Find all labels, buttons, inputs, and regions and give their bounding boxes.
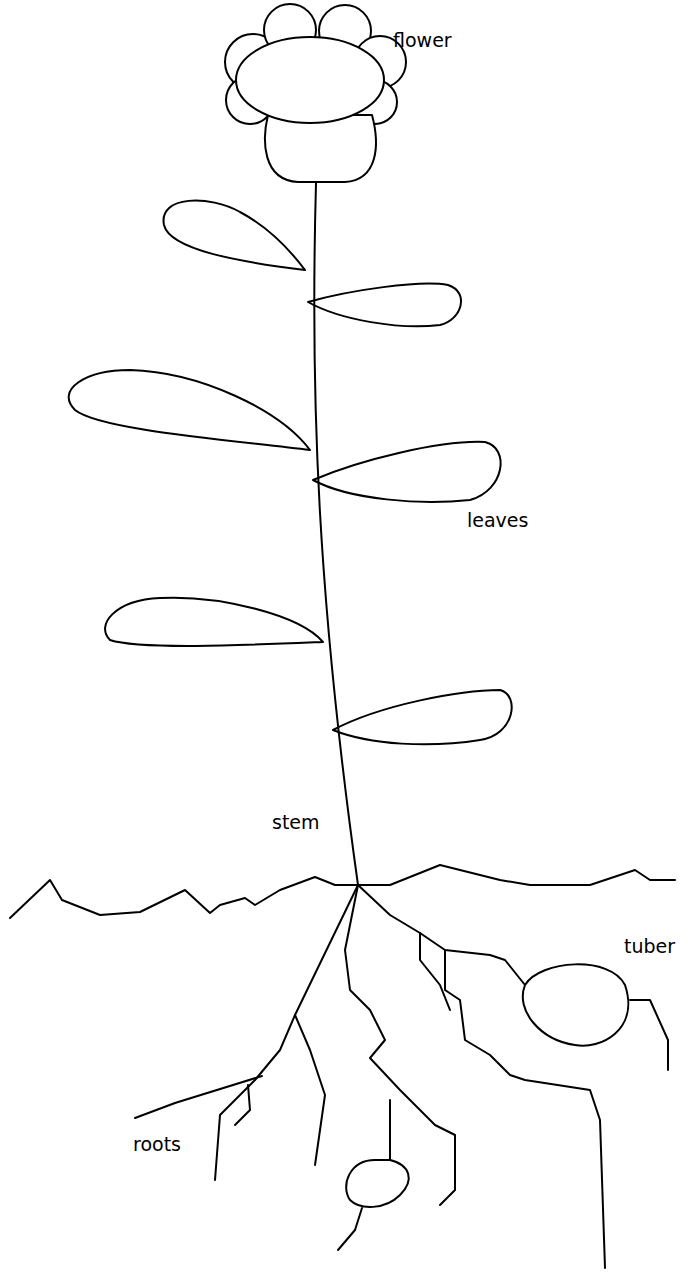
petals [225,4,406,124]
leaves [69,201,512,745]
ground-line [10,865,675,918]
part-label: tuber [624,936,675,957]
part-label: leaves [467,510,528,531]
part-label: roots [133,1134,181,1155]
big-tuber [523,964,628,1045]
small-tuber [346,1160,409,1207]
flower-cup [265,115,376,182]
part-label: stem [272,812,320,833]
stem-line [314,183,358,885]
flower-centre [236,37,384,123]
roots [135,885,668,1268]
part-label: flower [393,30,452,51]
